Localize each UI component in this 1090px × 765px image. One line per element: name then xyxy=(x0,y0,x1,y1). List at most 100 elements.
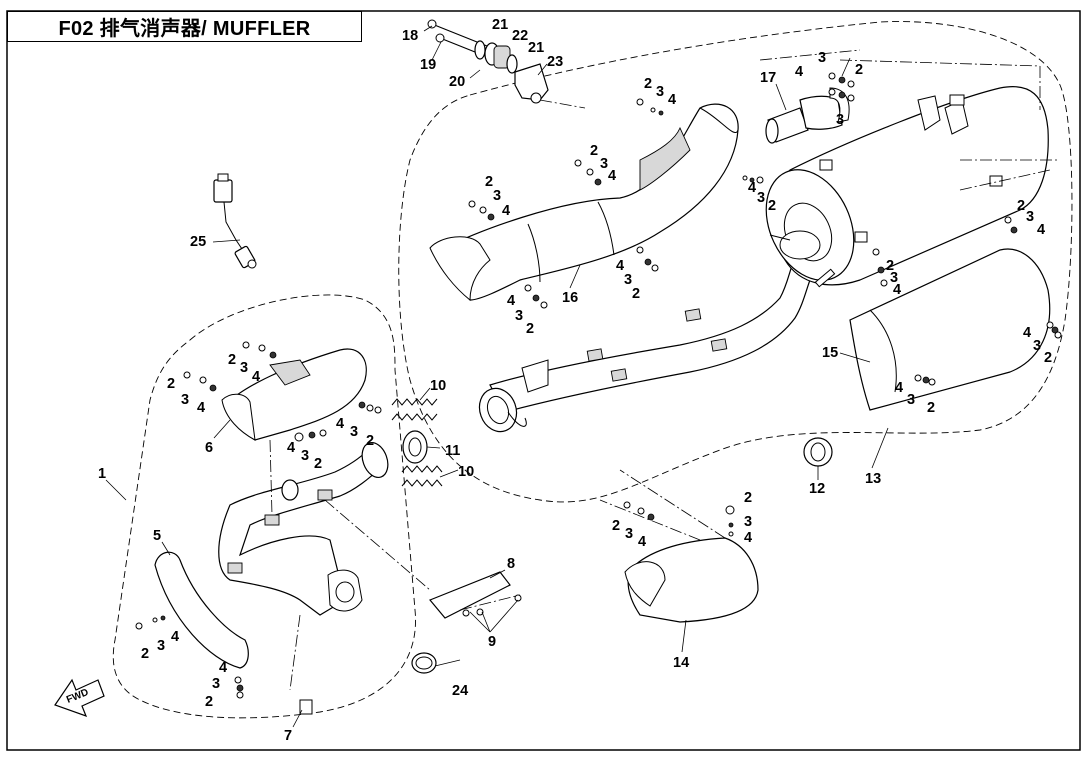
callout-2: 2 xyxy=(1017,198,1025,214)
callout-4: 4 xyxy=(616,258,624,274)
callout-2: 2 xyxy=(927,400,935,416)
lower-front-heat-shield xyxy=(154,551,249,669)
callout-7: 7 xyxy=(284,728,292,744)
callout-4: 4 xyxy=(638,534,646,550)
callout-11: 11 xyxy=(445,443,460,459)
callout-9: 9 xyxy=(488,634,496,650)
leader-lines xyxy=(105,25,889,728)
callout-4: 4 xyxy=(287,440,295,456)
callout-3: 3 xyxy=(757,190,765,206)
callout-4: 4 xyxy=(795,64,803,80)
callout-4: 4 xyxy=(197,400,205,416)
callout-2: 2 xyxy=(644,76,652,92)
clamp xyxy=(299,699,313,715)
callout-4: 4 xyxy=(252,369,260,385)
callout-22: 22 xyxy=(512,28,528,44)
oxygen-sensor xyxy=(213,173,257,269)
outer-border xyxy=(6,10,1081,751)
callout-3: 3 xyxy=(157,638,165,654)
callout-3: 3 xyxy=(493,188,501,204)
callout-23: 23 xyxy=(547,54,563,70)
callout-4: 4 xyxy=(895,380,903,396)
callout-3: 3 xyxy=(181,392,189,408)
callout-1: 1 xyxy=(98,466,106,482)
callout-3: 3 xyxy=(890,270,898,286)
callout-2: 2 xyxy=(167,376,175,392)
callout-2: 2 xyxy=(632,286,640,302)
group-boundary-13 xyxy=(398,21,1073,503)
callout-3: 3 xyxy=(515,308,523,324)
callout-2: 2 xyxy=(141,646,149,662)
callout-2: 2 xyxy=(612,518,620,534)
page-title: F02 排气消声器/ MUFFLER xyxy=(58,18,311,40)
callout-25: 25 xyxy=(190,234,206,250)
muffler-assembly xyxy=(478,86,1060,433)
group-boundary-1 xyxy=(112,294,416,719)
callout-2: 2 xyxy=(886,258,894,274)
callout-2: 2 xyxy=(366,433,374,449)
callout-2: 2 xyxy=(228,352,236,368)
callout-3: 3 xyxy=(240,360,248,376)
callout-3: 3 xyxy=(818,50,826,66)
callout-4: 4 xyxy=(748,180,756,196)
callout-2: 2 xyxy=(744,490,752,506)
callout-3: 3 xyxy=(744,514,752,530)
callout-3: 3 xyxy=(301,448,309,464)
callout-15: 15 xyxy=(822,345,838,361)
fwd-arrow-icon xyxy=(54,678,105,718)
front-heat-shield xyxy=(221,348,367,441)
callout-3: 3 xyxy=(600,156,608,172)
callout-21b: 21 xyxy=(528,40,544,56)
callout-2: 2 xyxy=(590,143,598,159)
callout-10a: 10 xyxy=(430,378,446,394)
fasteners xyxy=(135,72,1062,699)
callout-17: 17 xyxy=(760,70,776,86)
callout-4: 4 xyxy=(1037,222,1045,238)
callout-3: 3 xyxy=(1033,338,1041,354)
callout-3: 3 xyxy=(212,676,220,692)
callout-4: 4 xyxy=(744,530,752,546)
callout-3: 3 xyxy=(836,112,844,128)
callout-20: 20 xyxy=(449,74,465,90)
callout-19: 19 xyxy=(420,57,436,73)
title-box: F02 排气消声器/ MUFFLER xyxy=(7,11,362,42)
callout-12: 12 xyxy=(809,481,825,497)
callout-18: 18 xyxy=(402,28,418,44)
callout-2: 2 xyxy=(855,62,863,78)
callout-5: 5 xyxy=(153,528,161,544)
callout-4: 4 xyxy=(1023,325,1031,341)
callout-2: 2 xyxy=(526,321,534,337)
callout-10b: 10 xyxy=(458,464,474,480)
callout-4: 4 xyxy=(507,293,515,309)
grommet xyxy=(803,437,833,467)
callout-4: 4 xyxy=(171,629,179,645)
callout-4: 4 xyxy=(502,203,510,219)
callout-13: 13 xyxy=(865,471,881,487)
callout-3: 3 xyxy=(907,392,915,408)
callout-2: 2 xyxy=(314,456,322,472)
callout-21a: 21 xyxy=(492,17,508,33)
gasket xyxy=(402,430,428,464)
callout-3: 3 xyxy=(1026,209,1034,225)
callout-8: 8 xyxy=(507,556,515,572)
callout-16: 16 xyxy=(562,290,578,306)
callout-labels: 1 5 6 7 8 9 10 10 11 12 13 14 15 16 17 1… xyxy=(98,17,1052,744)
callout-2: 2 xyxy=(205,694,213,710)
side-heat-shield xyxy=(849,248,1051,411)
callout-4: 4 xyxy=(893,282,901,298)
callout-3: 3 xyxy=(624,272,632,288)
callout-2: 2 xyxy=(1044,350,1052,366)
callout-4: 4 xyxy=(219,660,227,676)
callout-6: 6 xyxy=(205,440,213,456)
callout-2: 2 xyxy=(768,198,776,214)
callout-3: 3 xyxy=(350,424,358,440)
callout-4: 4 xyxy=(668,92,676,108)
callout-14: 14 xyxy=(673,655,689,671)
callout-3: 3 xyxy=(625,526,633,542)
lower-heat-shield xyxy=(599,469,759,623)
springs xyxy=(391,398,443,487)
upper-heat-shield xyxy=(429,103,739,302)
seal-ring xyxy=(411,652,437,674)
callout-3: 3 xyxy=(656,84,664,100)
